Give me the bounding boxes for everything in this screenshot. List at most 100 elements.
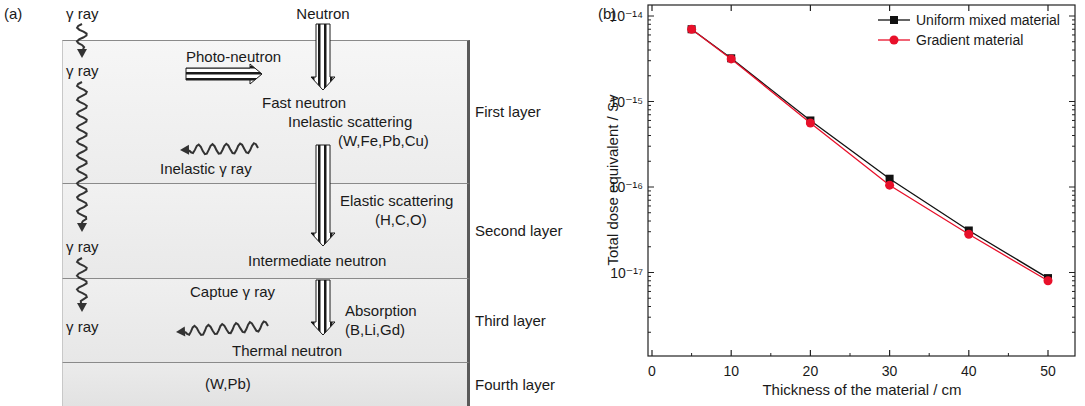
tick xyxy=(648,161,651,162)
tick xyxy=(1069,101,1075,102)
tick xyxy=(1072,41,1075,42)
gamma-arrowhead xyxy=(77,303,87,312)
tick xyxy=(1072,190,1075,191)
gradient-series-marker xyxy=(964,230,973,239)
uniform-series-line xyxy=(692,29,1048,278)
radiation-label: γ ray xyxy=(66,62,99,79)
tick-label: 50 xyxy=(1040,363,1056,379)
minor-tick xyxy=(850,353,851,356)
gradient-series-marker xyxy=(1044,276,1053,285)
tick xyxy=(1072,60,1075,61)
tick xyxy=(731,350,732,356)
tick xyxy=(1072,161,1075,162)
neutron-arrow xyxy=(311,24,335,90)
gradient-series-marker xyxy=(727,54,736,63)
layer-name: First layer xyxy=(475,103,541,120)
tick xyxy=(1072,298,1075,299)
tick xyxy=(648,246,651,247)
element-list: (B,Li,Gd) xyxy=(345,321,405,338)
tick xyxy=(1072,19,1075,20)
tick xyxy=(1072,246,1075,247)
gamma-arrowhead xyxy=(77,223,87,232)
tick xyxy=(648,29,651,30)
tick xyxy=(648,105,651,106)
neutron-arrow xyxy=(311,280,335,335)
gradient-series-marker xyxy=(687,25,696,34)
plot-frame xyxy=(648,5,1075,356)
tick xyxy=(648,16,654,17)
tick xyxy=(648,120,651,121)
tick xyxy=(648,306,651,307)
tick-label: 10⁻¹⁶ xyxy=(610,179,643,195)
tick xyxy=(648,221,651,222)
tick xyxy=(1072,276,1075,277)
gamma-wave xyxy=(189,143,258,154)
tick xyxy=(1072,221,1075,222)
tick xyxy=(1072,332,1075,333)
process-label: Photo-neutron xyxy=(186,48,281,65)
tick xyxy=(648,101,654,102)
minor-tick xyxy=(691,353,692,356)
tick xyxy=(648,212,651,213)
tick xyxy=(651,350,652,356)
uniform-series-marker xyxy=(688,25,696,33)
tick xyxy=(731,5,732,11)
tick-label: 10 xyxy=(723,363,739,379)
tick xyxy=(1072,127,1075,128)
tick xyxy=(1069,187,1075,188)
shield-layer: Fourth layer xyxy=(62,362,470,406)
legend-marker xyxy=(890,36,899,45)
tick xyxy=(648,298,651,299)
gradient-series-marker xyxy=(806,119,815,128)
radiation-label: γ ray xyxy=(66,318,99,335)
tick xyxy=(1072,280,1075,281)
legend-text: Uniform mixed material xyxy=(916,12,1060,28)
tick xyxy=(1072,105,1075,106)
panel-letter: (a) xyxy=(4,5,22,22)
tick xyxy=(1072,200,1075,201)
tick xyxy=(1072,120,1075,121)
tick xyxy=(648,114,651,115)
tick xyxy=(1072,317,1075,318)
tick xyxy=(1069,272,1075,273)
tick xyxy=(889,5,890,11)
tick xyxy=(648,195,651,196)
tick xyxy=(648,24,651,25)
tick xyxy=(1072,231,1075,232)
tick-label: 40 xyxy=(961,363,977,379)
layer-name: Fourth layer xyxy=(475,376,555,393)
tick xyxy=(810,350,811,356)
tick xyxy=(648,135,651,136)
tick xyxy=(1072,50,1075,51)
element-list: (W,Pb) xyxy=(205,375,251,392)
tick xyxy=(648,280,651,281)
tick xyxy=(1072,205,1075,206)
minor-tick xyxy=(1008,353,1009,356)
gamma-wave xyxy=(77,258,87,303)
gamma-arrowhead xyxy=(176,326,185,336)
radiation-label: γ ray xyxy=(66,5,99,22)
tick xyxy=(1072,109,1075,110)
tick xyxy=(648,187,654,188)
gradient-series-marker xyxy=(885,181,894,190)
process-label: Elastic scattering xyxy=(340,192,453,209)
tick-label: 10⁻¹⁴ xyxy=(609,8,643,24)
tick xyxy=(1072,24,1075,25)
tick xyxy=(1047,350,1048,356)
process-label: Thermal neutron xyxy=(232,342,342,359)
axis-title: Thickness of the material / cm xyxy=(762,381,961,398)
gamma-arrowhead xyxy=(77,49,87,58)
tick xyxy=(648,50,651,51)
tick-label: 30 xyxy=(882,363,898,379)
process-label: Inelastic γ ray xyxy=(160,160,252,177)
tick-label: 10⁻¹⁵ xyxy=(610,94,643,110)
tick xyxy=(651,5,652,11)
legend-text: Gradient material xyxy=(916,32,1023,48)
tick xyxy=(1072,306,1075,307)
tick xyxy=(1072,285,1075,286)
tick xyxy=(1072,34,1075,35)
layer-name: Third layer xyxy=(475,312,546,329)
layer-name: Second layer xyxy=(475,222,563,239)
tick xyxy=(648,41,651,42)
tick xyxy=(648,127,651,128)
